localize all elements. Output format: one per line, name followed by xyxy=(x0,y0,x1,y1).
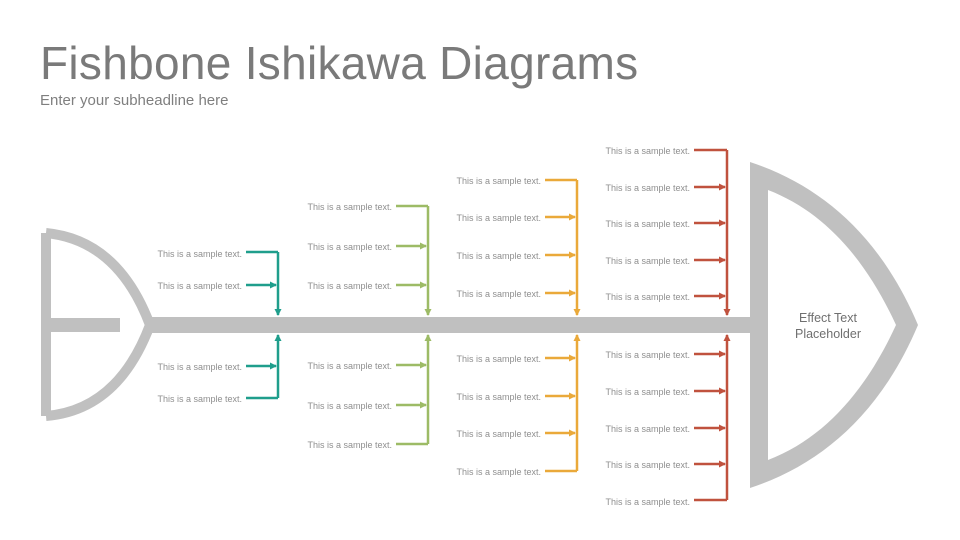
page-subtitle: Enter your subheadline here xyxy=(40,92,229,109)
cause-label: This is a sample text. xyxy=(307,202,392,212)
cause-label: This is a sample text. xyxy=(456,429,541,439)
cause-label: This is a sample text. xyxy=(307,281,392,291)
fish-head-inner xyxy=(768,190,896,460)
cause-label: This is a sample text. xyxy=(605,219,690,229)
cause-label: This is a sample text. xyxy=(456,354,541,364)
cause-label: This is a sample text. xyxy=(157,394,242,404)
cause-label: This is a sample text. xyxy=(307,401,392,411)
cause-label: This is a sample text. xyxy=(605,424,690,434)
cause-label: This is a sample text. xyxy=(605,460,690,470)
cause-label: This is a sample text. xyxy=(307,440,392,450)
cause-label: This is a sample text. xyxy=(605,497,690,507)
effect-text-line-1: Effect Text xyxy=(799,311,857,325)
cause-label: This is a sample text. xyxy=(157,362,242,372)
cause-group-4: This is a sample text. This is a sample … xyxy=(605,146,731,507)
cause-label: This is a sample text. xyxy=(605,183,690,193)
cause-label: This is a sample text. xyxy=(456,289,541,299)
cause-label: This is a sample text. xyxy=(605,256,690,266)
cause-label: This is a sample text. xyxy=(456,392,541,402)
cause-group-1: This is a sample text. This is a sample … xyxy=(157,249,282,404)
cause-label: This is a sample text. xyxy=(605,146,690,156)
cause-label: This is a sample text. xyxy=(307,361,392,371)
cause-label: This is a sample text. xyxy=(605,387,690,397)
cause-label: This is a sample text. xyxy=(456,213,541,223)
cause-label: This is a sample text. xyxy=(456,251,541,261)
cause-label: This is a sample text. xyxy=(456,176,541,186)
cause-label: This is a sample text. xyxy=(605,292,690,302)
cause-group-2: This is a sample text. This is a sample … xyxy=(307,202,432,450)
cause-label: This is a sample text. xyxy=(157,281,242,291)
cause-group-3: This is a sample text. This is a sample … xyxy=(456,176,581,477)
cause-label: This is a sample text. xyxy=(456,467,541,477)
cause-label: This is a sample text. xyxy=(605,350,690,360)
cause-label: This is a sample text. xyxy=(307,242,392,252)
page-title: Fishbone Ishikawa Diagrams xyxy=(40,37,639,89)
cause-label: This is a sample text. xyxy=(157,249,242,259)
effect-text-line-2: Placeholder xyxy=(795,327,861,341)
